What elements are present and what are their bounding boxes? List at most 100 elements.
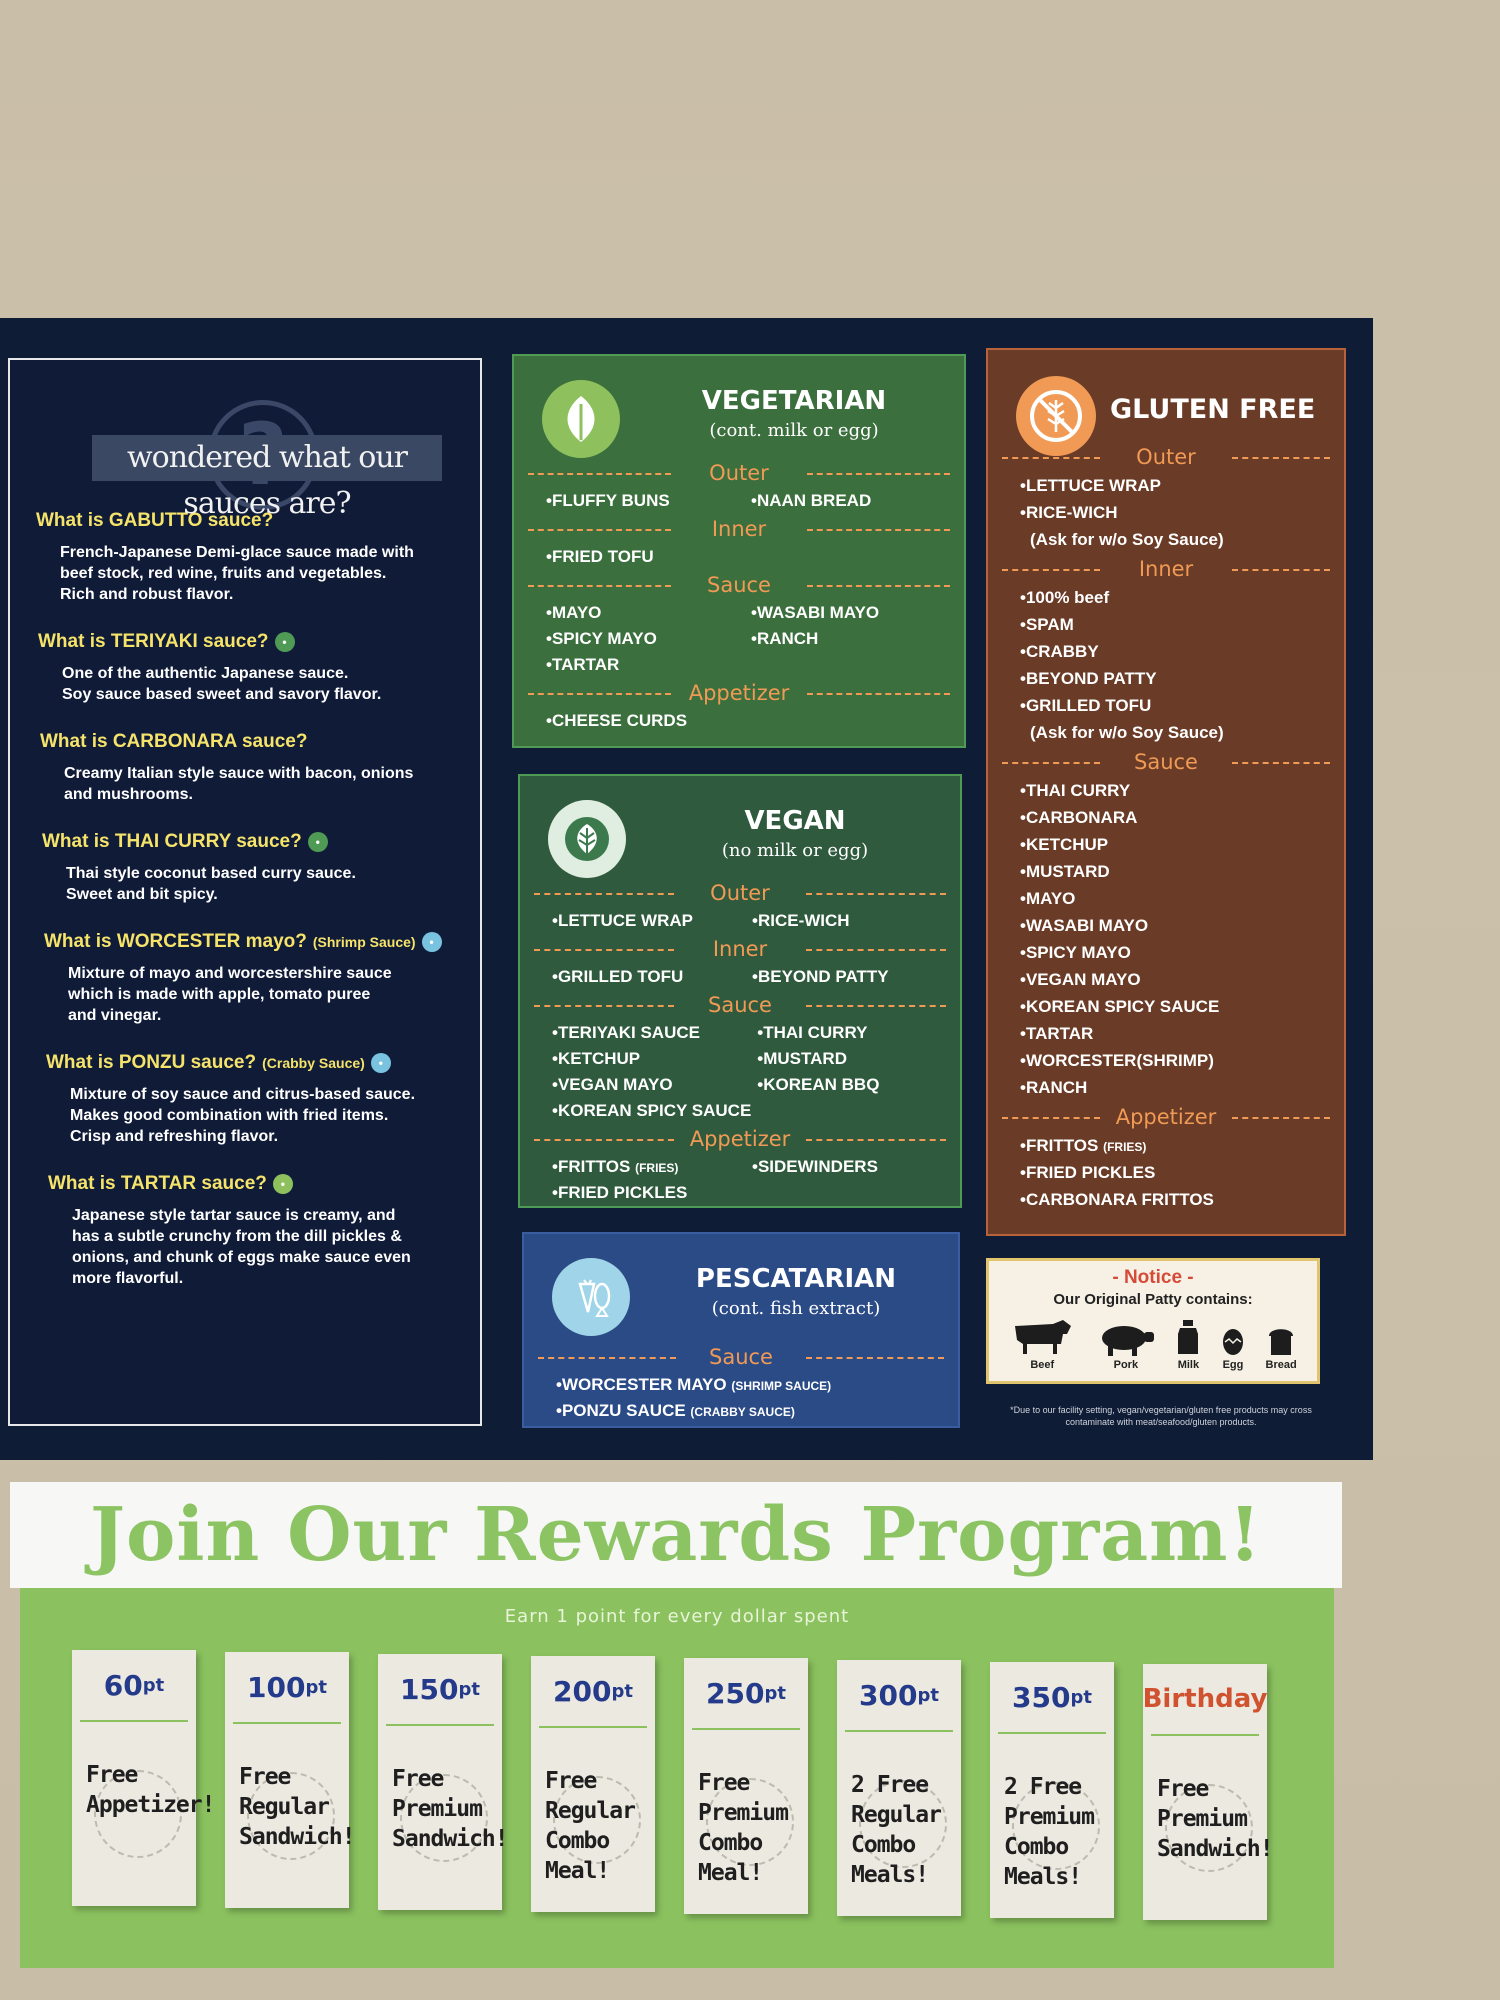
- list-item: •BEYOND PATTY: [1020, 669, 1157, 688]
- gluten-free-panel: GLUTEN FREE Outer •LETTUCE WRAP•RICE-WIC…: [986, 348, 1346, 1236]
- list-item: •MAYO: [546, 603, 602, 622]
- pescatarian-sauce-label: Sauce: [538, 1344, 944, 1370]
- sauce-item: What is WORCESTER mayo?(Shrimp Sauce)•Mi…: [32, 931, 458, 1026]
- reward-text: Free Premium Sandwich!: [392, 1766, 509, 1852]
- list-item: •CARBONARA: [1020, 808, 1138, 827]
- diet-tag-icon: •: [370, 1053, 391, 1073]
- list-item: •SPICY MAYO: [1020, 943, 1131, 962]
- list-item: •TARTAR: [1020, 1024, 1094, 1043]
- pescatarian-title: PESCATARIAN: [695, 1264, 897, 1294]
- decorative-circle: [94, 1770, 182, 1858]
- list-item: •KOREAN SPICY SAUCE: [552, 1101, 752, 1120]
- vegetarian-inner-label: Inner: [528, 516, 950, 542]
- rewards-earn-text: Earn 1 point for every dollar spent: [504, 1606, 850, 1627]
- list-item: •KOREAN SPICY SAUCE: [1020, 997, 1220, 1016]
- allergen-milk: Milk: [1176, 1318, 1200, 1371]
- gluten-free-inner-label: Inner: [1002, 556, 1330, 582]
- sauce-description: Mixture of soy sauce and citrus-based sa…: [70, 1086, 416, 1145]
- vegan-inner-label: Inner: [534, 936, 946, 962]
- milk-icon: [1178, 1320, 1199, 1354]
- vegetarian-appetizer-label: Appetizer: [528, 680, 950, 706]
- vegetarian-inner-list: •FRIED TOFU: [528, 546, 950, 568]
- vegetarian-outer-label: Outer: [528, 460, 950, 486]
- vegetarian-outer-list: •FLUFFY BUNS•NAAN BREAD: [528, 490, 950, 512]
- decorative-circle: [706, 1778, 794, 1866]
- vegan-outer-label: Outer: [534, 880, 946, 906]
- list-item: (Ask for w/o Soy Sauce): [1030, 723, 1224, 742]
- list-item: •CARBONARA FRITTOS: [1020, 1190, 1214, 1209]
- list-item: •CRABBY: [1020, 642, 1099, 661]
- sauce-list: What is GABUTTO sauce?French-Japanese De…: [32, 510, 458, 1289]
- decorative-circle: [1165, 1784, 1253, 1872]
- sauce-panel: ? wondered what our sauces are? What is …: [8, 358, 482, 1426]
- sauce-item: What is TERIYAKI sauce?•One of the authe…: [32, 631, 458, 705]
- list-item: •FLUFFY BUNS: [546, 491, 670, 510]
- allergen-pork: Pork: [1096, 1322, 1156, 1371]
- list-item: •KETCHUP: [1020, 835, 1109, 854]
- reward-text: Free Premium Combo Meal!: [698, 1770, 789, 1886]
- leaf-icon: [542, 380, 620, 458]
- sauce-item: What is TARTAR sauce?•Japanese style tar…: [32, 1173, 458, 1289]
- list-item: •PONZU SAUCE (CRABBY SAUCE): [556, 1401, 795, 1420]
- list-item: (Ask for w/o Soy Sauce): [1030, 530, 1224, 549]
- reward-text: Free Appetizer!: [86, 1762, 215, 1818]
- sauce-title: What is PONZU sauce?(Crabby Sauce)•: [46, 1052, 458, 1074]
- list-item: •FRIED TOFU: [546, 547, 654, 566]
- diet-tag-icon: •: [272, 1174, 293, 1194]
- gluten-free-appetizer-label: Appetizer: [1002, 1104, 1330, 1130]
- list-item: •MUSTARD: [757, 1049, 847, 1068]
- reward-text: 2 Free Premium Combo Meals!: [1004, 1774, 1095, 1890]
- decorative-circle: [400, 1774, 488, 1862]
- bread-icon: [1269, 1329, 1294, 1355]
- gluten-free-title: GLUTEN FREE: [1110, 394, 1316, 425]
- vegan-outer-list: •LETTUCE WRAP•RICE-WICH: [534, 910, 946, 932]
- list-item: •KETCHUP: [552, 1049, 641, 1068]
- sauce-title: What is TARTAR sauce?•: [48, 1173, 458, 1195]
- pescatarian-subtitle: (cont. fish extract): [711, 1298, 881, 1319]
- sauce-item: What is GABUTTO sauce?French-Japanese De…: [32, 510, 458, 605]
- decorative-circle: [553, 1776, 641, 1864]
- list-item: •RANCH: [1020, 1078, 1088, 1097]
- list-item: •FRIED PICKLES: [552, 1183, 688, 1202]
- pig-icon: [1101, 1326, 1154, 1356]
- reward-text: Free Premium Sandwich!: [1157, 1776, 1274, 1862]
- sauce-description: Thai style coconut based curry sauce. Sw…: [66, 865, 356, 903]
- diet-tag-icon: •: [274, 632, 295, 652]
- list-item: •THAI CURRY: [1020, 781, 1131, 800]
- list-item: •VEGAN MAYO: [552, 1075, 673, 1094]
- list-item: •WORCESTER(SHRIMP): [1020, 1051, 1214, 1070]
- list-item: •THAI CURRY: [757, 1023, 868, 1042]
- rewards-header: Join Our Rewards Program!: [10, 1482, 1342, 1588]
- sauce-title: What is GABUTTO sauce?: [36, 510, 274, 531]
- list-item: •WASABI MAYO: [751, 603, 880, 622]
- list-item: •FRIED PICKLES: [1020, 1163, 1156, 1182]
- leaves-icon: [548, 800, 626, 878]
- list-item: •RANCH: [751, 629, 819, 648]
- cow-icon: [1015, 1320, 1072, 1354]
- gluten-free-inner-list: •100% beef•SPAM•CRABBY•BEYOND PATTY•GRIL…: [1002, 586, 1330, 745]
- sauce-title: What is CARBONARA sauce?: [40, 731, 308, 752]
- sauce-description: One of the authentic Japanese sauce. Soy…: [62, 665, 382, 703]
- allergen-bread: Bread: [1266, 1324, 1297, 1371]
- sauce-item: What is CARBONARA sauce?Creamy Italian s…: [32, 731, 458, 805]
- pescatarian-panel: PESCATARIAN (cont. fish extract) Sauce •…: [522, 1232, 960, 1428]
- sauce-description: Mixture of mayo and worcestershire sauce…: [68, 965, 392, 1024]
- list-item: •KOREAN BBQ: [757, 1075, 880, 1094]
- list-item: •CHEESE CURDS: [546, 711, 688, 730]
- vegan-appetizer-list: •FRITTOS (FRIES) •SIDEWINDERS •FRIED PIC…: [534, 1156, 946, 1204]
- rewards-title: Join Our Rewards Program!: [90, 1492, 1262, 1578]
- list-item: •TERIYAKI SAUCE: [552, 1023, 700, 1042]
- list-item: •RICE-WICH: [752, 911, 850, 930]
- list-item: •FRITTOS (FRIES): [552, 1157, 679, 1176]
- list-item: •MAYO: [1020, 889, 1076, 908]
